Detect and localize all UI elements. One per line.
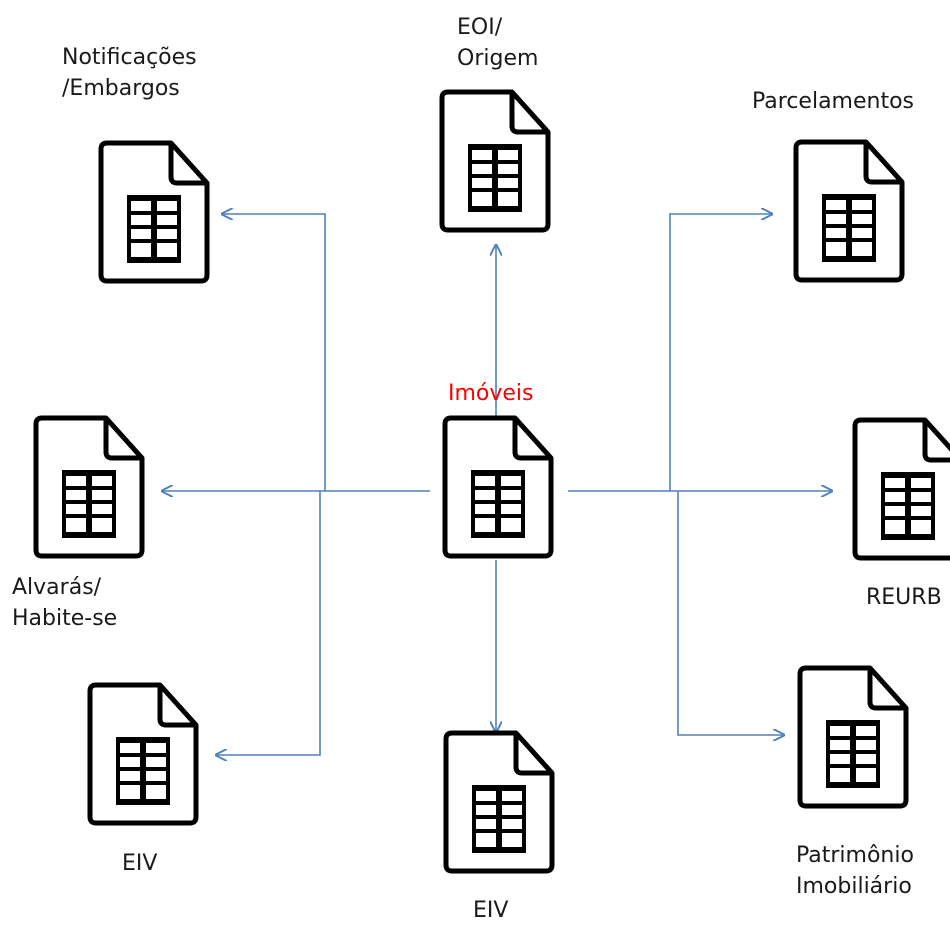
spreadsheet-file-icon xyxy=(855,420,950,558)
spreadsheet-file-icon xyxy=(800,668,906,806)
eoi-line-2: Origem xyxy=(457,46,539,71)
alvaras-line-1: Alvarás/ xyxy=(12,575,102,600)
spreadsheet-file-icon xyxy=(90,685,196,823)
alvaras-label: Alvarás/ Habite-se xyxy=(12,572,117,634)
spreadsheet-file-icon xyxy=(36,418,142,556)
spreadsheet-file-icon xyxy=(442,92,548,230)
notificacoes-line-1: Notificações xyxy=(62,45,197,70)
parcelamentos-line-1: Parcelamentos xyxy=(752,89,915,114)
parcelamentos-label: Parcelamentos xyxy=(752,86,914,117)
arrow-to-eiv-left xyxy=(216,491,321,755)
eoi-line-1: EOI/ xyxy=(457,15,503,40)
center-label-imoveis: Imóveis xyxy=(448,378,534,409)
eiv-bottom-line-1: EIV xyxy=(473,898,509,923)
connector-lines xyxy=(162,214,832,755)
eiv-left-label: EIV xyxy=(122,848,157,879)
reurb-line-1: REURB xyxy=(866,585,942,610)
imoveis-text: Imóveis xyxy=(448,381,534,406)
patrimonio-line-1: Patrimônio xyxy=(796,843,914,868)
spreadsheet-file-icon xyxy=(101,143,207,281)
spreadsheet-file-icon xyxy=(445,418,551,556)
eiv-left-line-1: EIV xyxy=(122,851,158,876)
reurb-label: REURB xyxy=(866,582,942,613)
notificacoes-label: Notificações /Embargos xyxy=(62,42,197,104)
arrow-to-patrimonio xyxy=(677,491,784,735)
spreadsheet-file-icon xyxy=(796,142,902,280)
eiv-bottom-label: EIV xyxy=(473,895,508,926)
patrimonio-label: Patrimônio Imobiliário xyxy=(796,840,914,902)
notificacoes-line-2: /Embargos xyxy=(62,76,180,101)
arrow-to-notificacoes xyxy=(222,214,326,491)
patrimonio-line-2: Imobiliário xyxy=(796,874,912,899)
arrow-to-parcelamentos xyxy=(669,214,772,491)
eoi-label: EOI/ Origem xyxy=(457,12,538,74)
spreadsheet-file-icon xyxy=(446,733,552,871)
alvaras-line-2: Habite-se xyxy=(12,606,118,631)
